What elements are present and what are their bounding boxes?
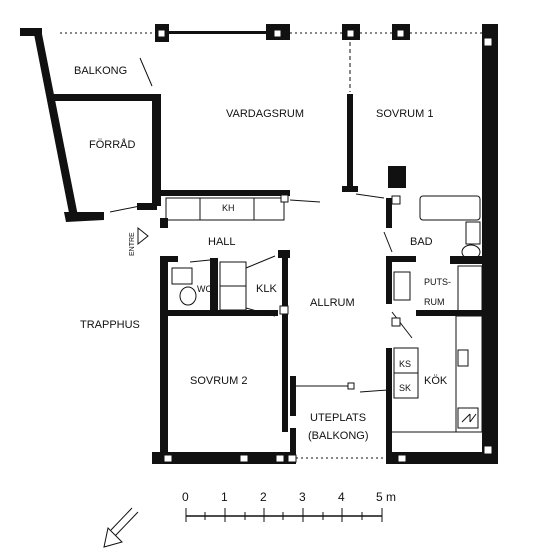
- north-arrow-icon: [103, 507, 139, 548]
- partition-vardagsrum-sovrum: [342, 42, 406, 192]
- label-sk: SK: [399, 383, 411, 393]
- label-wc: WC: [197, 284, 212, 294]
- scale-label-4: 4: [338, 490, 345, 504]
- wc-klk-block: [160, 250, 290, 432]
- label-ks: KS: [399, 359, 411, 369]
- label-balkong: BALKONG: [74, 65, 127, 77]
- scale-label-5: 5 m: [376, 490, 396, 504]
- entrance-arrow: [137, 226, 149, 246]
- label-entre: ENTRE: [129, 232, 136, 256]
- label-hall: HALL: [208, 236, 236, 248]
- label-forrad: FÖRRÅD: [89, 138, 136, 151]
- sovrum2-walls: [152, 310, 292, 464]
- bad-puts-kok-block: [383, 195, 483, 433]
- label-sovrum2: SOVRUM 2: [190, 375, 247, 387]
- right-wall: [482, 24, 498, 464]
- label-bad: BAD: [410, 236, 433, 248]
- scale-bar: 0 1 2 3 4 5 m: [182, 490, 396, 522]
- scale-label-1: 1: [221, 490, 228, 504]
- label-sovrum1: SOVRUM 1: [376, 108, 433, 120]
- uteplats: [287, 348, 482, 464]
- hall-wall: [160, 190, 385, 228]
- label-rum: RUM: [424, 297, 445, 307]
- label-vardagsrum: VARDAGSRUM: [226, 108, 304, 120]
- label-balkong2: (BALKONG): [308, 430, 369, 442]
- top-wall: [60, 24, 482, 42]
- label-trapphus: TRAPPHUS: [80, 319, 140, 331]
- scale-label-2: 2: [260, 490, 267, 504]
- scale-label-0: 0: [182, 490, 189, 504]
- scale-label-3: 3: [299, 490, 306, 504]
- label-klk: KLK: [256, 283, 277, 295]
- label-kh: KH: [222, 203, 235, 213]
- label-puts: PUTS-: [424, 277, 451, 287]
- label-kok: KÖK: [424, 375, 448, 387]
- balcony-walls: [20, 28, 161, 222]
- label-uteplats: UTEPLATS: [310, 412, 366, 424]
- label-allrum: ALLRUM: [310, 297, 355, 309]
